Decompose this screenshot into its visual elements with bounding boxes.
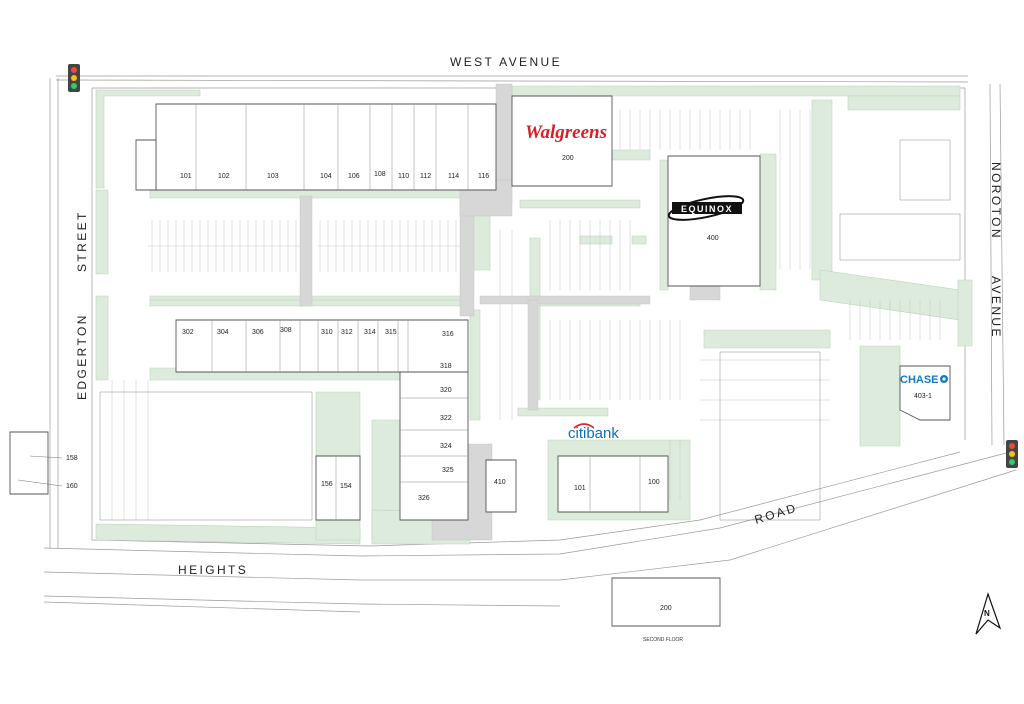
unit-101-citi: 101 [574,485,586,492]
unit-322: 322 [440,415,452,422]
traffic-light-southeast [1006,440,1018,468]
unit-403-1-chase: 403-1 [914,393,932,400]
unit-112: 112 [420,173,431,180]
unit-100-citi: 100 [648,479,660,486]
unit-108: 108 [374,171,386,178]
equinox-text: EQUINOX [681,204,733,214]
north-arrow: N [975,592,1002,635]
unit-410: 410 [494,479,506,486]
unit-320: 320 [440,387,452,394]
unit-158: 158 [66,455,78,462]
unit-116: 116 [478,173,489,180]
unit-103: 103 [267,173,279,180]
north-arrow-letter: N [984,609,990,618]
unit-318: 318 [440,363,452,370]
unit-110: 110 [398,173,409,180]
citi-text: citi [568,425,586,442]
unit-308: 308 [280,327,292,334]
unit-200-walgreens: 200 [562,155,574,162]
citi-arc-icon [573,423,595,429]
unit-304: 304 [217,329,229,336]
street-label-heights: HEIGHTS [178,563,248,577]
buildings [9,95,961,627]
unit-114: 114 [448,173,459,180]
north-arrow-icon [975,592,1002,635]
unit-102: 102 [218,173,230,180]
bank-text: bank [586,425,619,442]
unit-312: 312 [341,329,353,336]
unit-200-second-floor: 200 [660,605,672,612]
unit-310: 310 [321,329,333,336]
unit-156: 156 [321,481,333,488]
unit-154: 154 [340,483,352,490]
unit-315: 315 [385,329,397,336]
unit-325: 325 [442,467,454,474]
svg-text:citibank: citibank [568,425,619,442]
unit-101: 101 [180,173,192,180]
unit-104: 104 [320,173,332,180]
unit-324: 324 [440,443,452,450]
equinox-logo: EQUINOX [667,195,745,221]
street-label-noroton: NOROTON [989,162,1003,240]
road-lines [43,75,1017,613]
unit-160: 160 [66,483,78,490]
unit-302: 302 [182,329,194,336]
unit-306: 306 [252,329,264,336]
top-row-units: 101 102 103 104 106 108 110 112 114 116 [180,171,489,180]
street-label-west-avenue: WEST AVENUE [450,55,562,69]
chase-logo: CHASE [900,374,948,386]
unit-400-equinox: 400 [707,235,719,242]
unit-316: 316 [442,331,454,338]
chase-text: CHASE [900,374,939,386]
citibank-logo: citibank [568,423,619,442]
right-column-units: 318 320 322 324 325 326 [418,363,454,502]
traffic-light-northwest [68,64,80,92]
street-label-edgerton: EDGERTON [75,313,89,400]
walgreens-logo: Walgreens [525,122,607,143]
middle-row-units: 302 304 306 308 310 312 314 315 316 [182,327,454,338]
unit-326: 326 [418,495,430,502]
street-label-street: STREET [75,210,89,272]
unit-314: 314 [364,329,376,336]
second-floor-label: SECOND FLOOR [643,637,683,643]
unit-106: 106 [348,173,360,180]
street-label-avenue: AVENUE [989,276,1003,339]
